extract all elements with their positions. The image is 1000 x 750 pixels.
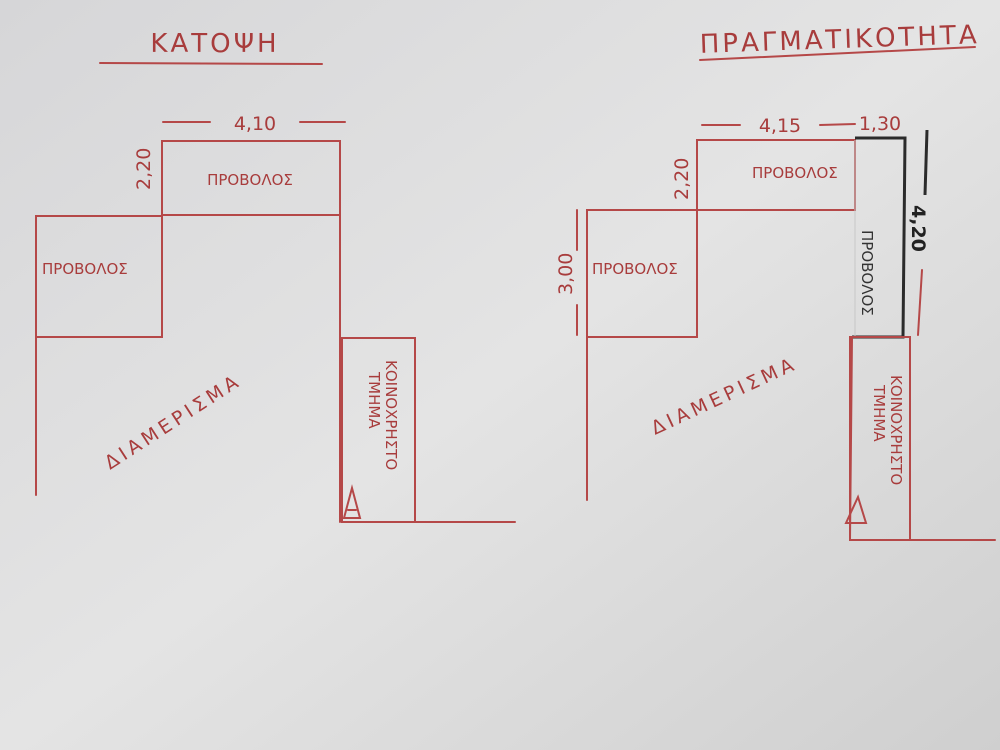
- right-dim-depth: 2,20: [671, 158, 693, 200]
- balcony-left: [586, 209, 698, 338]
- balcony-side-label: ΠΡΟΒΟΛΟΣ: [858, 230, 876, 316]
- balcony-left: [35, 215, 163, 338]
- left-dim-depth: 2,20: [133, 148, 155, 190]
- left-dim-width: 4,10: [234, 113, 276, 135]
- left-title: ΚΑΤΟΨΗ: [150, 29, 279, 59]
- dim-line: [923, 129, 929, 196]
- dim-line: [917, 269, 923, 336]
- triangle-icon: [342, 484, 362, 519]
- balcony-top-label: ΠΡΟΒΟΛΟΣ: [207, 171, 293, 189]
- common-area-label-2: ΤΜΗΜΑ: [870, 384, 888, 442]
- right-dim-width: 4,15: [759, 115, 801, 137]
- right-dim-extra: 1,30: [859, 113, 901, 135]
- triangle-icon: [844, 494, 868, 524]
- common-area-label-1: ΚΟΙΝΟΧΡΗΣΤΟ: [887, 375, 905, 485]
- common-area-label-1: ΚΟΙΝΟΧΡΗΣΤΟ: [382, 360, 400, 470]
- dim-line: [819, 123, 856, 126]
- right-dim-side: 4,20: [907, 205, 929, 252]
- balcony-top: [161, 140, 341, 216]
- balcony-left-label: ΠΡΟΒΟΛΟΣ: [592, 260, 678, 278]
- left-title-underline: [99, 62, 323, 65]
- common-area-label-2: ΤΜΗΜΑ: [365, 371, 383, 429]
- balcony-left-label: ΠΡΟΒΟΛΟΣ: [42, 260, 128, 278]
- common-area: [849, 336, 911, 541]
- balcony-top-label: ΠΡΟΒΟΛΟΣ: [752, 164, 838, 182]
- common-area: [341, 337, 416, 523]
- right-title-underline: [699, 46, 976, 61]
- right-dim-left: 3,00: [555, 253, 577, 295]
